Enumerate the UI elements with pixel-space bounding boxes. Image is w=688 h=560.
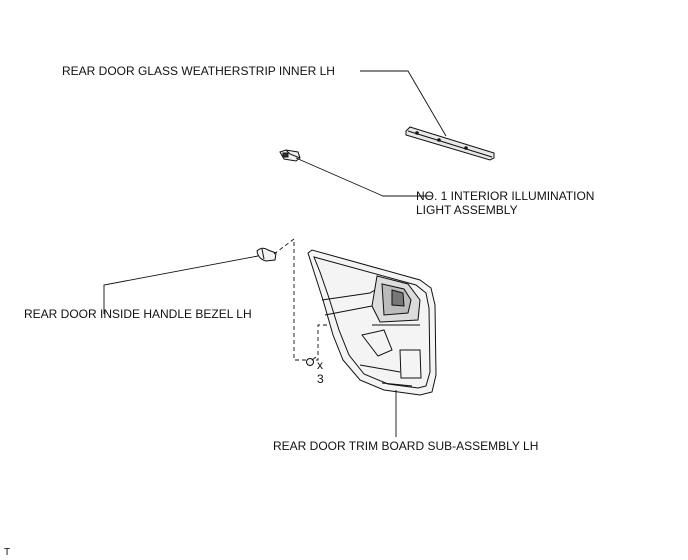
weatherstrip-part (405, 126, 495, 161)
illumination-light-part (279, 149, 301, 162)
clip-part (306, 356, 317, 366)
trim-board-label: REAR DOOR TRIM BOARD SUB-ASSEMBLY LH (273, 439, 539, 453)
leader-line-bezel (103, 255, 259, 314)
clip-multiplier-label: x (317, 358, 323, 372)
corner-mark: T (4, 547, 11, 558)
illumination-label-line2: LIGHT ASSEMBLY (416, 203, 518, 217)
leader-line-illumination (295, 157, 432, 197)
clip-count-label: 3 (317, 372, 324, 386)
weatherstrip-label: REAR DOOR GLASS WEATHERSTRIP INNER LH (62, 64, 335, 78)
handle-bezel-part (256, 247, 277, 262)
illumination-label-line1: NO. 1 INTERIOR ILLUMINATION (416, 189, 595, 203)
leader-line-weatherstrip (360, 70, 447, 137)
door-trim-board-part (307, 249, 437, 396)
assembly-guide-dashed (273, 238, 372, 361)
bezel-label: REAR DOOR INSIDE HANDLE BEZEL LH (24, 307, 252, 321)
